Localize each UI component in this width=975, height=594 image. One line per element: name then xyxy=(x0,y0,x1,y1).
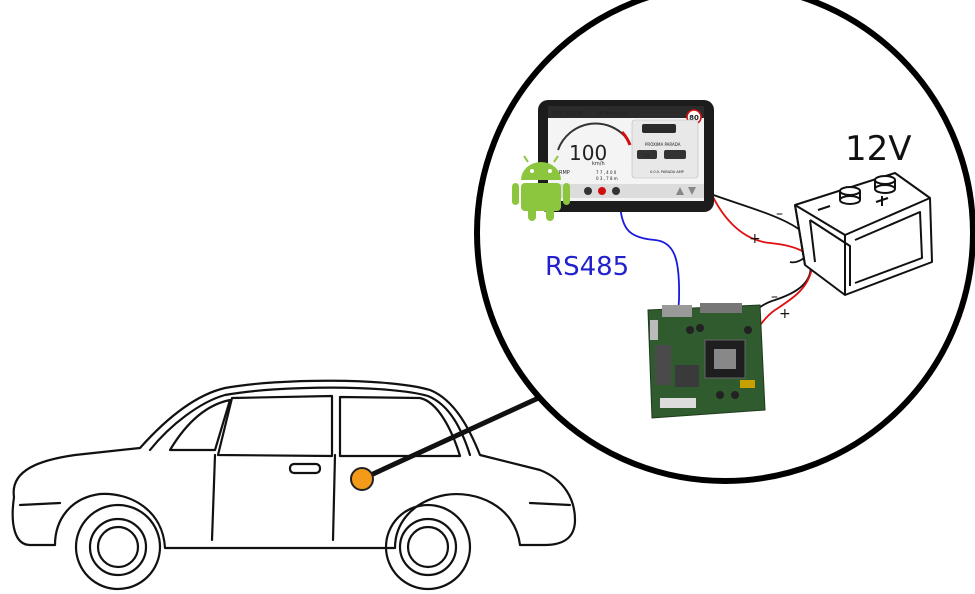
arrow-down-icon xyxy=(688,187,696,195)
odometer-1: 7 7 , 4 0 0 xyxy=(596,170,617,175)
bus-label: RS485 xyxy=(545,252,629,282)
panel-label: PRÓXIMA PARADA xyxy=(645,142,681,147)
data-wire-rs485 xyxy=(619,204,680,316)
android-icon xyxy=(512,155,570,221)
speed-readout: 100 xyxy=(569,141,607,165)
arrow-up-icon xyxy=(676,187,684,195)
screen-header-text: BDV ONLINE xyxy=(552,111,583,117)
speed-unit: km/h xyxy=(592,161,605,167)
pos-label-top: + xyxy=(749,231,761,247)
rpm-label: RMP xyxy=(559,170,570,176)
info-panel xyxy=(631,119,699,179)
zoom-leader-line xyxy=(360,392,547,482)
panel-button-label: L18 xyxy=(642,153,650,158)
odometer-2: 0 3 , 7 8 m xyxy=(596,176,618,181)
tablet-device: BDV ONLINE S/ Mosquito 80 100 km/h RMP 7… xyxy=(538,100,714,212)
voltage-label: 12V xyxy=(845,129,912,169)
battery-icon xyxy=(794,172,933,296)
neg-label-bottom: – xyxy=(771,289,778,305)
car-outline xyxy=(11,379,577,591)
panel-button xyxy=(637,150,657,159)
pos-label-bottom: + xyxy=(779,306,791,322)
panel-footer: 0.0.0. PARADA AMP xyxy=(650,170,684,174)
neg-label-top: – xyxy=(776,206,783,222)
screen-user-text: S/ Mosquito xyxy=(598,111,627,117)
speed-limit-value: 80 xyxy=(689,114,699,122)
motherboard-board xyxy=(647,303,766,419)
connector-dot xyxy=(350,467,374,491)
